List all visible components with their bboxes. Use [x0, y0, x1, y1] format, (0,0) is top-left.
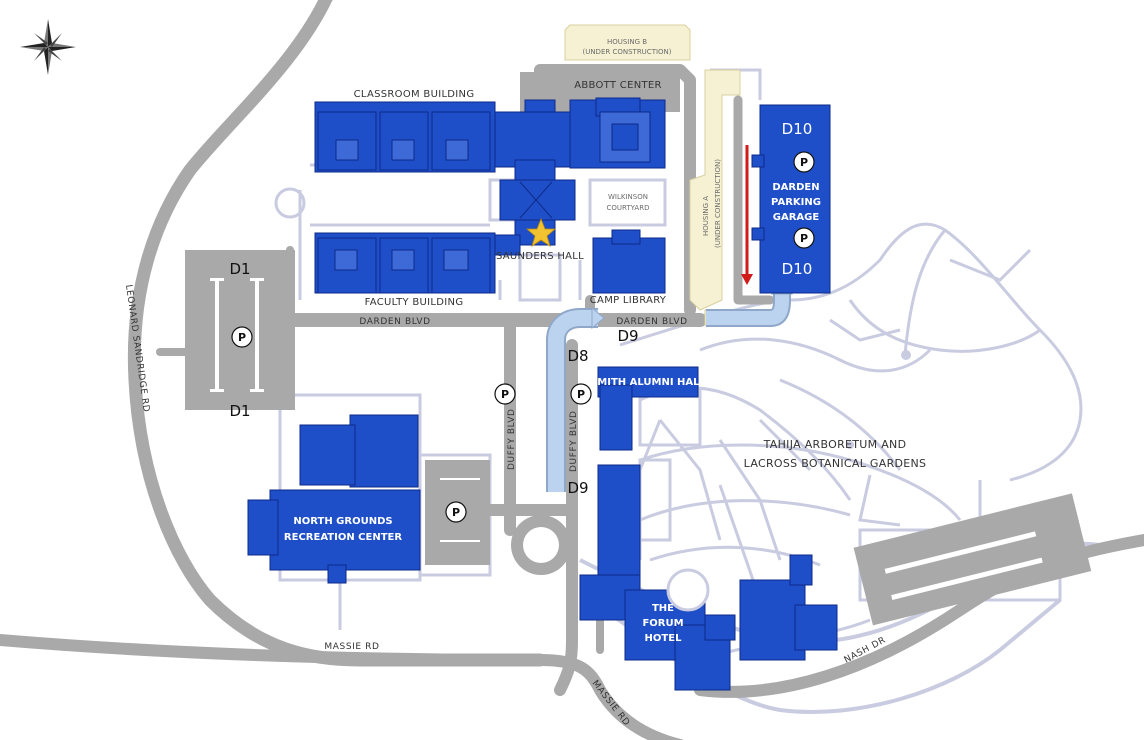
darden-blvd-west-label: DARDEN BLVD [359, 317, 430, 327]
parking-icon: P [494, 383, 516, 405]
gardens-label-2: LACROSS BOTANICAL GARDENS [744, 457, 927, 470]
saunders-hall-label: SAUNDERS HALL [496, 251, 584, 262]
faculty-building-label: FACULTY BUILDING [365, 297, 464, 308]
recreation-center-building [247, 414, 421, 584]
parking-icon: P [793, 227, 815, 249]
svg-text:P: P [577, 388, 585, 401]
gardens-label: TAHIJA ARBORETUM AND [763, 438, 907, 451]
rec-center-label: NORTH GROUNDS [293, 516, 392, 527]
lot-d9-top-label: D9 [617, 327, 638, 345]
forum-north-wing [597, 464, 641, 576]
lot-d8-label: D8 [567, 347, 588, 365]
parking-icon: P [570, 383, 592, 405]
duffy-blvd-label: DUFFY BLVD [507, 408, 517, 470]
duffy-blvd-label-2: DUFFY BLVD [569, 410, 579, 472]
forum-hotel-label-2: FORUM [642, 618, 683, 629]
massie-rd-south-label: MASSIE RD [590, 679, 632, 729]
svg-text:P: P [800, 232, 808, 245]
garage-label: DARDEN [772, 182, 819, 193]
lot-d1-top-label: D1 [229, 260, 250, 278]
housing-a-sub-label: (UNDER CONSTRUCTION) [714, 159, 722, 248]
route-d10-path [706, 292, 789, 325]
wilkinson-courtyard-label-2: COURTYARD [607, 204, 650, 212]
wilkinson-courtyard-label: WILKINSON [608, 193, 648, 201]
garage-label-2: PARKING [771, 197, 821, 208]
parking-icon: P [445, 501, 467, 523]
housing-a-label: HOUSING A [702, 196, 710, 236]
lot-d1-bottom-label: D1 [229, 402, 250, 420]
compass-rose-icon [20, 19, 76, 75]
abbott-center-label: ABBOTT CENTER [574, 80, 662, 91]
classroom-building [314, 99, 576, 173]
lot-d10-bottom-label: D10 [782, 260, 813, 278]
svg-text:P: P [800, 156, 808, 169]
garage-label-3: GARAGE [773, 212, 820, 223]
classroom-building-label: CLASSROOM BUILDING [354, 89, 475, 100]
star-icon [525, 217, 557, 247]
garden-paths [298, 163, 1083, 662]
housing-a-building [689, 69, 741, 311]
faculty-building [314, 232, 521, 294]
svg-text:P: P [501, 388, 509, 401]
parking-icon: P [231, 326, 253, 348]
camp-library-label: CAMP LIBRARY [590, 295, 667, 306]
darden-parking-garage [759, 104, 831, 294]
camp-library-building [592, 229, 666, 294]
housing-b-sub-label: (UNDER CONSTRUCTION) [582, 48, 671, 56]
abbott-center-building [569, 97, 666, 169]
darden-blvd-east-label: DARDEN BLVD [616, 317, 687, 327]
housing-b-building [564, 24, 691, 61]
route-d9-path [548, 310, 598, 492]
parking-icon: P [793, 151, 815, 173]
lot-d9-bottom-label: D9 [567, 479, 588, 497]
massie-rd-west-label: MASSIE RD [324, 642, 379, 652]
smith-alumni-hall-building [597, 366, 699, 451]
housing-b-label: HOUSING B [607, 38, 647, 46]
forum-hotel-label-3: HOTEL [645, 633, 683, 644]
forum-hotel-label: THE [652, 603, 674, 614]
lot-d10-top-label: D10 [782, 120, 813, 138]
smith-alumni-hall-label: SMITH ALUMNI HALL [590, 377, 706, 388]
svg-text:P: P [452, 506, 460, 519]
forum-hotel-building [579, 554, 838, 691]
rec-center-label-2: RECREATION CENTER [284, 532, 402, 543]
svg-text:P: P [238, 331, 246, 344]
